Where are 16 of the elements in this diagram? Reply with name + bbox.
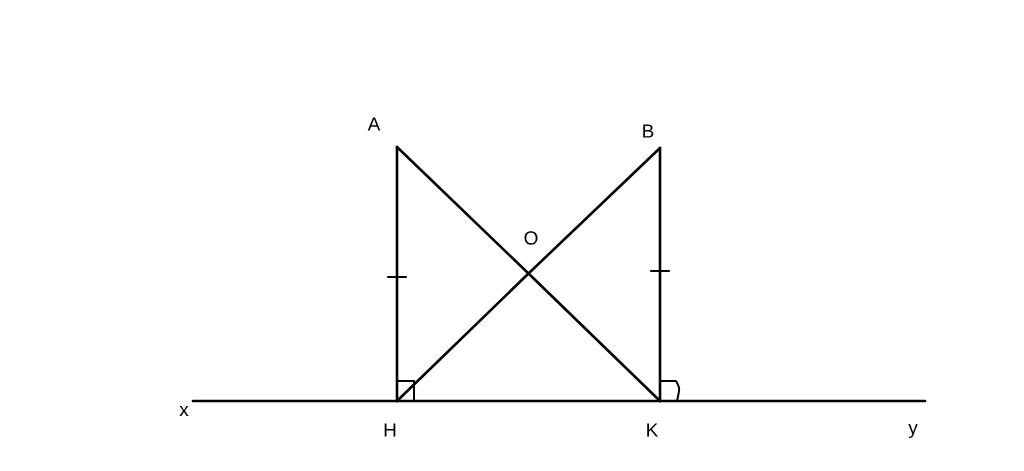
point-label: x (179, 406, 189, 416)
line-segment (191, 399, 399, 403)
point-label: y (908, 424, 918, 438)
point-label: K (647, 423, 659, 437)
line-segment (658, 399, 927, 403)
point-label: A (367, 117, 381, 131)
line-segment (527, 272, 662, 403)
line-segment (395, 145, 399, 403)
line-segment (395, 272, 530, 403)
line-segment (395, 145, 530, 275)
line-segment (527, 146, 662, 275)
point-label: H (384, 423, 396, 437)
point-label: O (524, 231, 538, 245)
point-label: B (643, 124, 654, 138)
line-segment (658, 146, 662, 403)
line-segment (395, 399, 662, 403)
